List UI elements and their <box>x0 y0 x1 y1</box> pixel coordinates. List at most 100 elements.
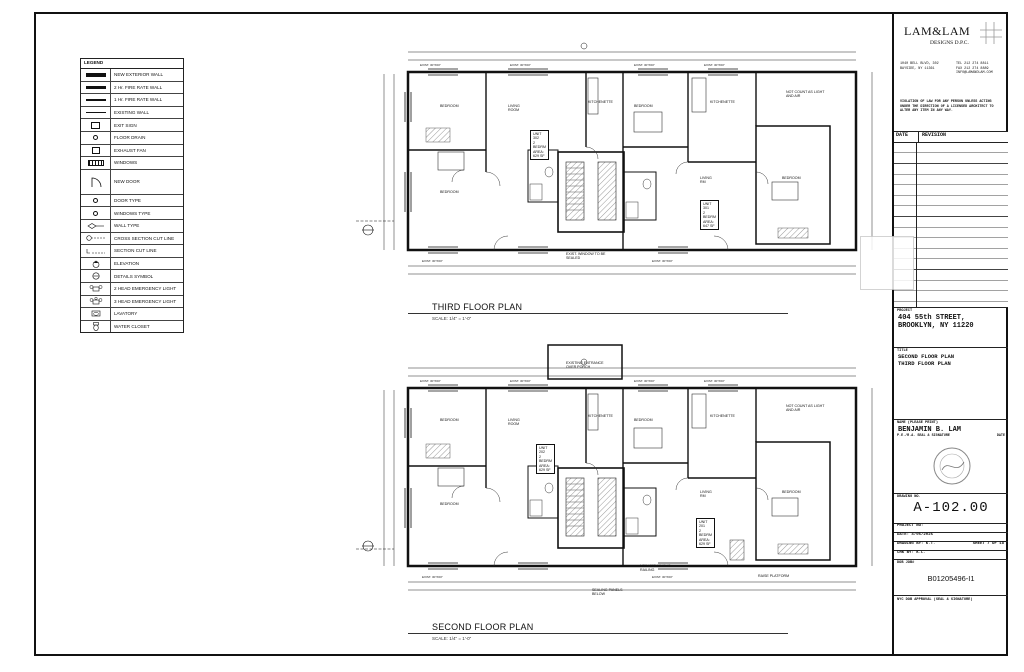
plan-note: SEALING PANELS BELOW <box>592 588 623 597</box>
legend-row: EXHAUST FAN <box>81 144 183 158</box>
legend-row: SECTION CUT LINE <box>81 245 183 258</box>
legend-row: WINDOWS <box>81 157 183 170</box>
legend-row: NEW EXTERIOR WALL <box>81 69 183 82</box>
second-floor-plan-scale: SCALE: 1/4" = 1'-0" <box>432 636 472 641</box>
room-label: LIVING ROOM <box>508 418 520 427</box>
elevation-icon <box>92 260 99 268</box>
legend-row: FLOOR DRAIN <box>81 131 183 145</box>
legend-row: 2 Hr. FIRE RATE WALL <box>81 81 183 95</box>
firm-subtitle: DESIGNS D.P.C. <box>930 40 969 46</box>
legend-row: WALL TYPE <box>81 219 183 233</box>
third-floor-plan-scale: SCALE: 1/4" = 1'-0" <box>432 316 472 321</box>
room-label: KITCHENETTE <box>710 414 735 418</box>
room-label: BEDROOM <box>440 104 459 108</box>
room-label: BEDROOM <box>440 502 459 506</box>
checked-by-row: CHK BY: K.L. <box>894 551 1008 560</box>
water-closet-icon <box>92 322 99 331</box>
sheet-title: SECOND FLOOR PLAN THIRD FLOOR PLAN <box>898 353 955 367</box>
heavy-bar-icon <box>85 72 106 77</box>
room-label: LIVING RM <box>700 176 712 185</box>
room-label: KITCHENETTE <box>588 100 613 104</box>
legend-title: LEGEND <box>81 59 183 69</box>
revision-table: DATE REVISION <box>860 132 1008 308</box>
unit-tag: UNIT 201 2 BEDRM AREA: 629 SF <box>696 518 715 549</box>
revision-header: DATE REVISION <box>894 132 1008 143</box>
room-label: BEDROOM <box>782 176 801 180</box>
legend-row: DETAILS SYMBOL <box>81 270 183 283</box>
legend-row: LAVATORY <box>81 308 183 321</box>
legend-row: 3 HEAD EMERGENCY LIGHT <box>81 295 183 309</box>
legend-row: DOOR TYPE <box>81 194 183 208</box>
lavatory-icon <box>91 311 100 317</box>
dob-job-cell: DOB JOB# B01205496-I1 <box>894 560 1008 596</box>
name-cell: NAME (PLEASE PRINT) BENJAMIN B. LAM P.E.… <box>894 420 1008 494</box>
unit-tag: UNIT 301 2 BEDRM AREA: 647 SF <box>700 200 719 231</box>
seal-label: P.E./R.A. SEAL & SIGNATURE DATE <box>897 434 1005 438</box>
room-label: KITCHENETTE <box>588 414 613 418</box>
room-label: BEDROOM <box>440 418 459 422</box>
plan-note: RAISE PLATFORM <box>758 574 790 578</box>
firm-contact: TEL 212 274 8811 FAX 212 274 8889 INFO@L… <box>956 62 993 75</box>
room-label: LIVING RM <box>700 490 712 499</box>
drawing-number: A-102.00 <box>913 500 989 516</box>
wall-type-icon <box>86 222 104 229</box>
legal-warning: VIOLATION OF LAW FOR ANY PERSON UNLESS A… <box>900 100 994 113</box>
window-icon <box>87 159 104 166</box>
room-label: BEDROOM <box>634 104 653 108</box>
section-cut-icon <box>86 248 105 254</box>
room-label: BEDROOM <box>634 418 653 422</box>
floor-drain-icon <box>93 135 98 141</box>
line-icon <box>85 112 106 114</box>
room-label: BEDROOM <box>440 190 459 194</box>
legend-row: 2 HEAD EMERGENCY LIGHT <box>81 282 183 296</box>
door-swing-icon <box>91 177 101 187</box>
date-row: DATE: 4/06/2025 <box>894 533 1008 542</box>
firm-logo-icon <box>980 22 1002 44</box>
legend-row: WINDOWS TYPE <box>81 207 183 220</box>
legend-row: CROSS SECTION CUT LINE <box>81 232 183 246</box>
cross-section-icon <box>85 235 105 241</box>
unit-tag: UNIT 202 2 BEDRM AREA: 629 SF <box>536 444 555 475</box>
drawing-sheet-border <box>34 12 1008 656</box>
room-label: KITCHENETTE <box>710 100 735 104</box>
room-label: LIVING ROOM <box>508 104 520 113</box>
thin-bar-icon <box>85 98 106 101</box>
dob-approval-label: NYC DOB APPROVAL (SEAL & SIGNATURE) <box>897 598 973 602</box>
plan-note: EXIST. WINDOW TO BE SEALED <box>566 252 606 261</box>
drawn-by-row: DRAWING BY: K.T. SHEET 7 OF 18 <box>894 542 1008 551</box>
legend-row: NEW DOOR <box>81 169 183 195</box>
third-floor-plan-title: THIRD FLOOR PLAN <box>432 302 523 312</box>
window-type-icon <box>93 210 98 216</box>
plan-note: EXISTING ENTRANCE OVER PORCH <box>566 361 604 370</box>
project-cell: PROJECT 404 55th STREET, BROOKLYN, NY 11… <box>894 308 1008 348</box>
emergency-light-3-icon <box>89 297 102 305</box>
legend-row: EXISTING WALL <box>81 106 183 120</box>
project-address: 404 55th STREET, BROOKLYN, NY 11220 <box>898 314 974 330</box>
professional-seal-icon <box>933 447 971 485</box>
legend-row: ELEVATION <box>81 257 183 271</box>
revision-divider <box>916 142 917 308</box>
plan-note: NOT COUNT AS LIGHT AND AIR <box>786 90 825 99</box>
title-underline <box>408 633 788 634</box>
room-label: BEDROOM <box>782 490 801 494</box>
legend-row: EXIT SIGN <box>81 119 183 132</box>
firm-address: 1040 BELL BLVD, 302 BAYSIDE, NY 11361 <box>900 62 939 71</box>
firm-name: LAM&LAM <box>904 24 971 38</box>
details-icon <box>91 272 100 280</box>
emergency-light-2-icon <box>89 285 102 292</box>
title-underline <box>408 313 788 314</box>
legend-row: WATER CLOSET <box>81 320 183 333</box>
project-number-row: PROJECT NO: <box>894 524 1008 533</box>
legend-table: LEGEND NEW EXTERIOR WALL 2 Hr. FIRE RATE… <box>80 58 184 334</box>
drawing-number-cell: DRAWING NO. A-102.00 <box>894 494 1008 524</box>
plan-note: NEW 8FT HEIGHT RAILING <box>640 564 671 573</box>
medium-bar-icon <box>85 85 106 89</box>
title-block: LAM&LAM DESIGNS D.P.C. 1040 BELL BLVD, 3… <box>860 14 1008 654</box>
unit-tag: UNIT 302 2 BEDRM AREA: 629 SF <box>530 130 549 161</box>
second-floor-plan-title: SECOND FLOOR PLAN <box>432 622 534 632</box>
firm-cell: LAM&LAM DESIGNS D.P.C. 1040 BELL BLVD, 3… <box>894 14 1008 132</box>
exit-sign-icon <box>91 121 100 129</box>
door-type-icon <box>93 198 98 204</box>
legend-row: 1 Hr. FIRE RATE WALL <box>81 94 183 107</box>
